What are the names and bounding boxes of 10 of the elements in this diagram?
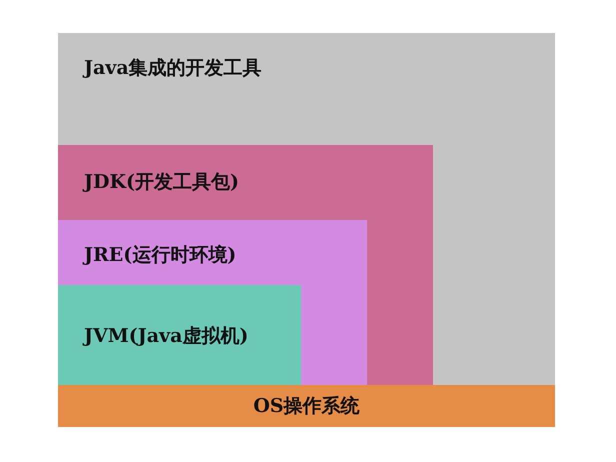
layer-label: JVM(Java虚拟机) <box>84 324 248 349</box>
layer-label: Java集成的开发工具 <box>84 56 262 81</box>
tools-panel <box>58 33 555 385</box>
os-bar <box>58 385 555 427</box>
jdk-panel <box>58 145 433 385</box>
layer-label: OS操作系统 <box>253 394 360 419</box>
layer-label: JDK(开发工具包) <box>84 170 239 195</box>
jvm-panel <box>58 285 301 385</box>
layer-label: JRE(运行时环境) <box>84 243 236 268</box>
jre-panel <box>58 220 367 385</box>
